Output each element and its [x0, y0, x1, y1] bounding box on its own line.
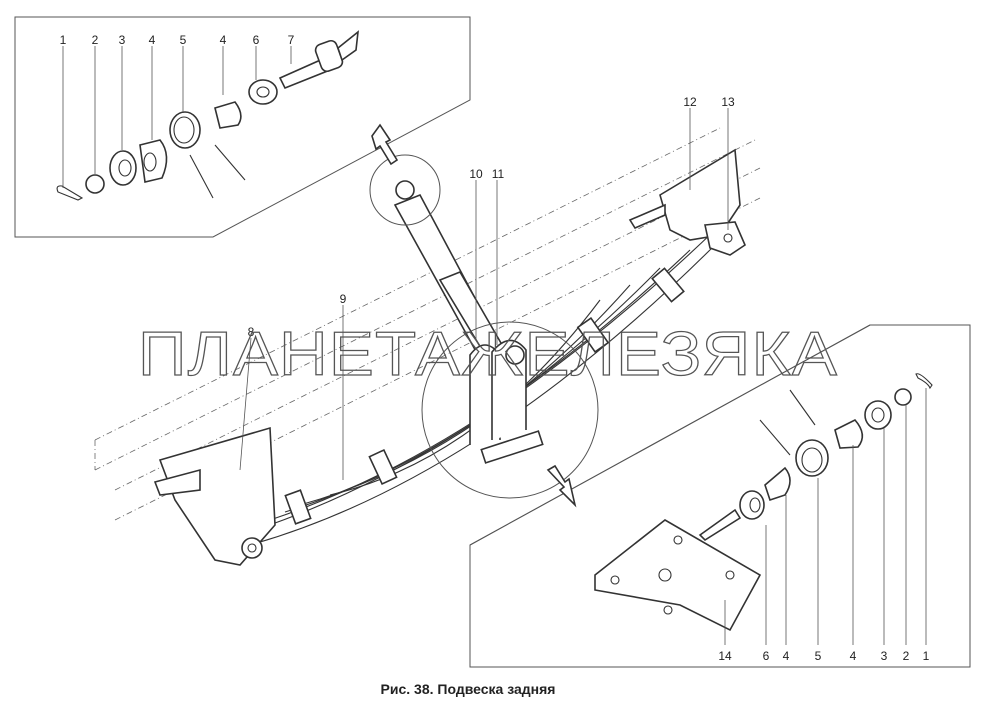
part-label: 5 — [815, 649, 822, 663]
part-label: 8 — [248, 325, 255, 339]
part-label: 4 — [783, 649, 790, 663]
part-label: 4 — [850, 649, 857, 663]
part-label: 3 — [119, 33, 126, 47]
figure-caption: Рис. 38. Подвеска задняя — [381, 681, 556, 697]
part-label: 2 — [903, 649, 910, 663]
part-label: 2 — [92, 33, 99, 47]
part-label: 7 — [288, 33, 295, 47]
part-label: 13 — [721, 95, 735, 109]
part-label: 4 — [149, 33, 156, 47]
part-label: 12 — [683, 95, 697, 109]
top-detail-frame — [14, 16, 471, 238]
watermark: ПЛАНЕТАЖЕЛЕЗЯКА — [138, 320, 838, 389]
top-mount-callout-circle — [369, 154, 441, 226]
part-label: 14 — [718, 649, 732, 663]
part-label: 9 — [340, 292, 347, 306]
part-label: 10 — [469, 167, 483, 181]
part-label: 3 — [881, 649, 888, 663]
top-detail-parts — [56, 30, 360, 201]
spring-clamp — [421, 321, 599, 499]
rear-bracket — [628, 148, 747, 256]
part-label: 6 — [763, 649, 770, 663]
arrow-up-icon — [371, 123, 399, 166]
bottom-detail-parts — [594, 373, 933, 632]
part-label: 11 — [492, 167, 505, 181]
part-label: 1 — [923, 649, 930, 663]
part-label: 6 — [253, 33, 260, 47]
part-label: 5 — [180, 33, 187, 47]
main-labels: 8 9 10 11 12 13 — [239, 95, 735, 480]
part-label: 1 — [60, 33, 67, 47]
arrow-down-icon — [546, 464, 577, 508]
part-label: 4 — [220, 33, 227, 47]
front-bracket — [153, 426, 276, 566]
bottom-detail-labels: 14 6 4 5 4 3 2 1 — [718, 388, 930, 663]
top-detail-labels: 1 2 3 4 5 4 6 7 — [60, 33, 295, 188]
bottom-mount-callout-circle — [421, 321, 599, 499]
